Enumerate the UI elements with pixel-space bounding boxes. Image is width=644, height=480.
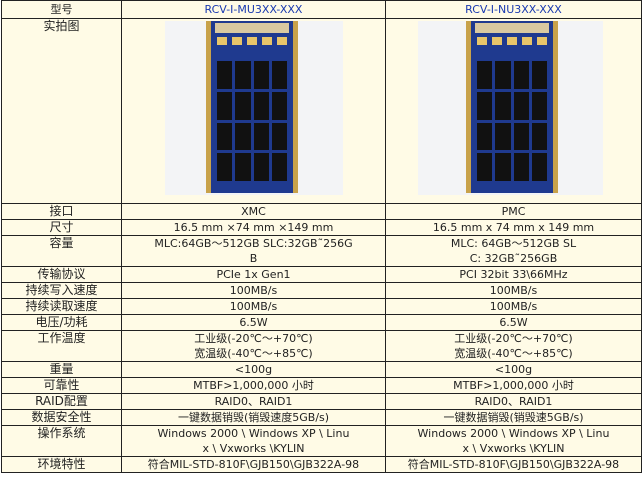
value-line: 工业级(-20℃～+70℃): [194, 332, 313, 345]
row-label: 持续写入速度: [1, 282, 122, 299]
value-line: x \ Vxworks \KYLIN: [202, 442, 305, 455]
table-row: 工作温度工业级(-20℃～+70℃)宽温级(-40℃～+85℃)工业级(-20℃…: [1, 330, 642, 362]
value-line: 宽温级(-40℃～+85℃): [454, 347, 573, 360]
model-pmc: RCV-I-NU3XX-XXX: [385, 0, 642, 19]
value-xmc: 工业级(-20℃～+70℃) 宽温级(-40℃～+85℃): [121, 330, 386, 362]
value-xmc: PCIe 1x Gen1: [121, 266, 386, 283]
value-pmc: 一键数据销毁(销毁速5GB/s): [385, 409, 642, 426]
value-pmc: 符合MIL-STD-810F\GJB150\GJB322A-98: [385, 456, 642, 473]
row-label: 尺寸: [1, 219, 122, 236]
value-xmc: MTBF>1,000,000 小时: [121, 377, 386, 394]
value-pmc: 100MB/s: [385, 282, 642, 299]
row-label: 电压/功耗: [1, 314, 122, 331]
value-pmc: 工业级(-20℃～+70℃) 宽温级(-40℃～+85℃): [385, 330, 642, 362]
value-pmc: MTBF>1,000,000 小时: [385, 377, 642, 394]
value-pmc: <100g: [385, 361, 642, 378]
photo-pmc: [385, 18, 642, 204]
row-label: 接口: [1, 203, 122, 220]
table-row: 重量<100g<100g: [1, 361, 642, 378]
value-pmc: Windows 2000 \ Windows XP \ Linu x \ Vxwo…: [385, 425, 642, 457]
model-label: 型号: [1, 0, 122, 19]
pmc-board-image: [466, 21, 558, 193]
table-row: 容量 MLC:64GB～512GB SLC:32GB˜256G B MLC: 64GB…: [1, 235, 642, 267]
row-label: 数据安全性: [1, 409, 122, 426]
value-xmc: MLC:64GB～512GB SLC:32GB˜256G B: [121, 235, 386, 267]
value-line: B: [249, 252, 258, 265]
value-pmc: MLC: 64GB～512GB SL C: 32GB˜256GB: [385, 235, 642, 267]
value-line: x \ Vxworks \KYLIN: [462, 442, 565, 455]
xmc-board-image: [206, 21, 298, 193]
value-line: Windows 2000 \ Windows XP \ Linu: [417, 427, 610, 440]
value-xmc: XMC: [121, 203, 386, 220]
row-label: 容量: [1, 235, 122, 267]
value-pmc: 6.5W: [385, 314, 642, 331]
value-xmc: 符合MIL-STD-810F\GJB150\GJB322A-98: [121, 456, 386, 473]
value-line: MLC:64GB～512GB SLC:32GB˜256G: [154, 237, 353, 250]
value-line: MLC: 64GB～512GB SL: [450, 237, 577, 250]
row-label: RAID配置: [1, 393, 122, 410]
value-pmc: RAID0、RAID1: [385, 393, 642, 410]
row-label: 持续读取速度: [1, 298, 122, 315]
row-label: 重量: [1, 361, 122, 378]
value-xmc: RAID0、RAID1: [121, 393, 386, 410]
value-pmc: PMC: [385, 203, 642, 220]
value-pmc: 100MB/s: [385, 298, 642, 315]
value-xmc: 一键数据销毁(销毁速度5GB/s): [121, 409, 386, 426]
photo-label: 实拍图: [1, 18, 122, 204]
value-xmc: Windows 2000 \ Windows XP \ Linu x \ Vxwo…: [121, 425, 386, 457]
model-xmc: RCV-I-MU3XX-XXX: [121, 0, 386, 19]
row-label: 传输协议: [1, 266, 122, 283]
photo-xmc: [121, 18, 386, 204]
table-row: 数据安全性一键数据销毁(销毁速度5GB/s)一键数据销毁(销毁速5GB/s): [1, 409, 642, 426]
row-label: 工作温度: [1, 330, 122, 362]
value-pmc: PCI 32bit 33\66MHz: [385, 266, 642, 283]
value-pmc: 16.5 mm x 74 mm x 149 mm: [385, 219, 642, 236]
value-xmc: 100MB/s: [121, 298, 386, 315]
row-label: 操作系统: [1, 425, 122, 457]
value-xmc: <100g: [121, 361, 386, 378]
value-xmc: 6.5W: [121, 314, 386, 331]
value-xmc: 16.5 mm ×74 mm ×149 mm: [121, 219, 386, 236]
value-line: C: 32GB˜256GB: [469, 252, 558, 265]
table-row: 操作系统 Windows 2000 \ Windows XP \ Linu x \ …: [1, 425, 642, 457]
value-line: 工业级(-20℃～+70℃): [454, 332, 573, 345]
value-line: Windows 2000 \ Windows XP \ Linu: [157, 427, 350, 440]
value-line: 宽温级(-40℃～+85℃): [194, 347, 313, 360]
row-label: 可靠性: [1, 377, 122, 394]
row-label: 环境特性: [1, 456, 122, 473]
value-xmc: 100MB/s: [121, 282, 386, 299]
